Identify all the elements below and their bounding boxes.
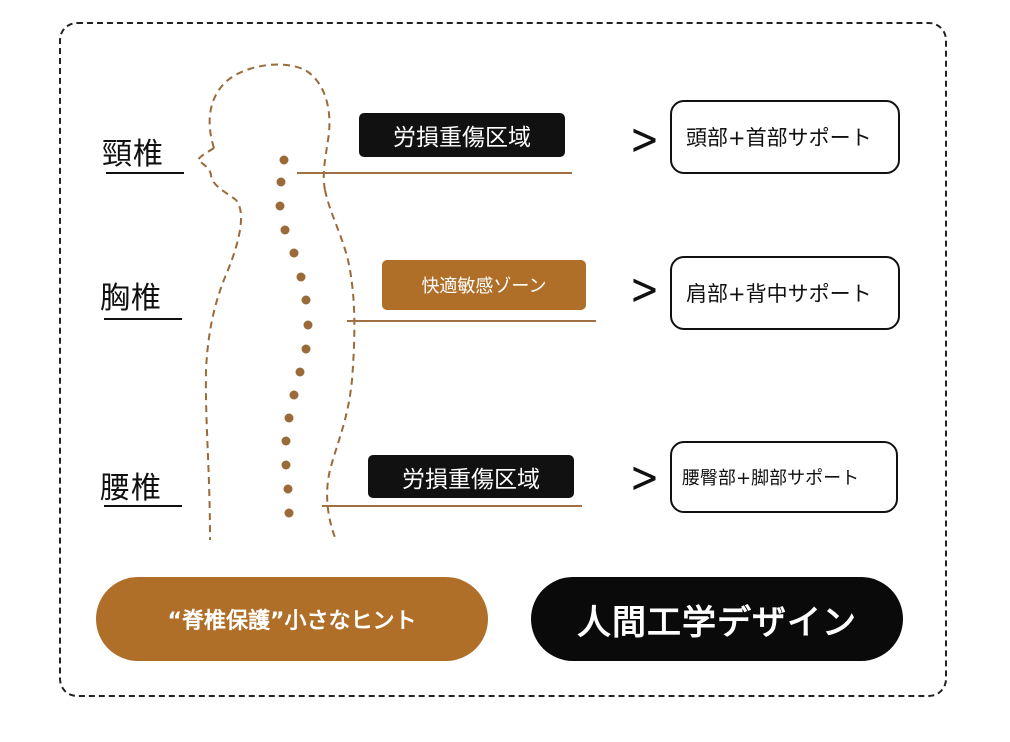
support-box-lumbar: 腰臀部+脚部サポート bbox=[670, 441, 898, 513]
region-label-cervical: 頸椎 bbox=[102, 137, 164, 172]
region-underline-lumbar bbox=[104, 505, 182, 507]
region-label-lumbar: 腰椎 bbox=[100, 471, 162, 506]
support-box-cervical: 頭部+首部サポート bbox=[670, 100, 900, 174]
ergonomic-design-pill: 人間工学デザイン bbox=[531, 577, 903, 661]
region-tag-thoracic: 快適敏感ゾーン bbox=[382, 260, 586, 310]
support-box-thoracic: 肩部+背中サポート bbox=[670, 256, 900, 330]
chevron-right-icon: > bbox=[629, 452, 660, 503]
spine-protection-hint-pill: “脊椎保護”小さなヒント bbox=[96, 577, 488, 661]
region-underline-thoracic bbox=[104, 318, 182, 320]
region-tag-cervical: 労損重傷区域 bbox=[359, 113, 565, 157]
region-label-thoracic: 胸椎 bbox=[100, 281, 162, 316]
diagram-frame bbox=[59, 22, 947, 697]
region-underline-cervical bbox=[106, 172, 184, 174]
region-tag-lumbar: 労損重傷区域 bbox=[368, 455, 574, 498]
chevron-right-icon: > bbox=[629, 264, 660, 315]
chevron-right-icon: > bbox=[629, 114, 660, 165]
